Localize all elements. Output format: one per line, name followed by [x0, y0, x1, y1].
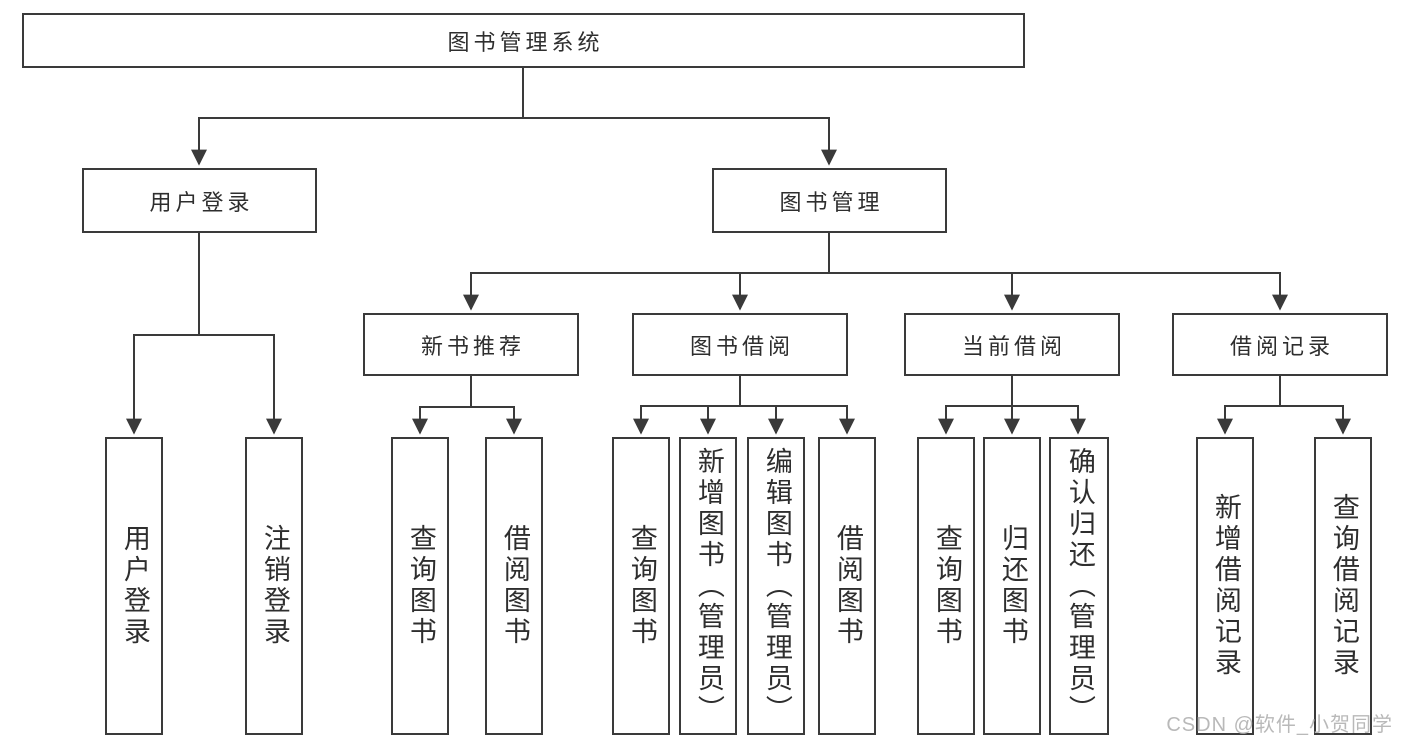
node-book-management: 图书管理 — [712, 168, 947, 233]
leaf-current-return-books: 归还图书 — [983, 437, 1041, 735]
node-new-book-recommend: 新书推荐 — [363, 313, 579, 376]
leaf-recommend-borrow-books-label: 借阅图书 — [499, 524, 530, 648]
leaf-current-confirm-return-admin-label: 确认归还（管理员） — [1064, 446, 1095, 726]
node-current-borrow-label: 当前借阅 — [961, 333, 1066, 359]
leaf-borrow-borrow-books-label: 借阅图书 — [832, 524, 863, 648]
node-new-book-recommend-label: 新书推荐 — [420, 333, 525, 359]
leaf-user-login-label: 用户登录 — [119, 524, 150, 648]
leaf-borrow-query-books: 查询图书 — [612, 437, 670, 735]
leaf-current-query-books: 查询图书 — [917, 437, 975, 735]
node-book-borrow: 图书借阅 — [632, 313, 848, 376]
leaf-current-query-books-label: 查询图书 — [931, 524, 962, 648]
leaf-recommend-query-books: 查询图书 — [391, 437, 449, 735]
leaf-logout: 注销登录 — [245, 437, 303, 735]
node-root: 图书管理系统 — [22, 13, 1025, 68]
node-root-label: 图书管理系统 — [447, 29, 604, 55]
node-user-login-label: 用户登录 — [149, 189, 254, 215]
node-book-borrow-label: 图书借阅 — [689, 333, 794, 359]
leaf-borrow-borrow-books: 借阅图书 — [818, 437, 876, 735]
node-borrow-records-label: 借阅记录 — [1229, 333, 1334, 359]
leaf-borrow-edit-books-admin-label: 编辑图书（管理员） — [761, 446, 792, 726]
leaf-records-add-record: 新增借阅记录 — [1196, 437, 1254, 735]
leaf-borrow-add-books-admin: 新增图书（管理员） — [679, 437, 737, 735]
leaf-current-return-books-label: 归还图书 — [997, 524, 1028, 648]
csdn-watermark: CSDN @软件_小贺同学 — [1166, 714, 1393, 736]
leaf-current-confirm-return-admin: 确认归还（管理员） — [1049, 437, 1109, 735]
leaf-records-query-record: 查询借阅记录 — [1314, 437, 1372, 735]
node-borrow-records: 借阅记录 — [1172, 313, 1388, 376]
node-current-borrow: 当前借阅 — [904, 313, 1120, 376]
leaf-recommend-query-books-label: 查询图书 — [405, 524, 436, 648]
leaf-records-add-record-label: 新增借阅记录 — [1210, 493, 1241, 679]
leaf-borrow-add-books-admin-label: 新增图书（管理员） — [693, 446, 724, 726]
leaf-recommend-borrow-books: 借阅图书 — [485, 437, 543, 735]
leaf-user-login: 用户登录 — [105, 437, 163, 735]
leaf-records-query-record-label: 查询借阅记录 — [1328, 493, 1359, 679]
leaf-borrow-query-books-label: 查询图书 — [626, 524, 657, 648]
node-book-management-label: 图书管理 — [779, 189, 884, 215]
leaf-logout-label: 注销登录 — [259, 524, 290, 648]
node-user-login: 用户登录 — [82, 168, 317, 233]
leaf-borrow-edit-books-admin: 编辑图书（管理员） — [747, 437, 805, 735]
